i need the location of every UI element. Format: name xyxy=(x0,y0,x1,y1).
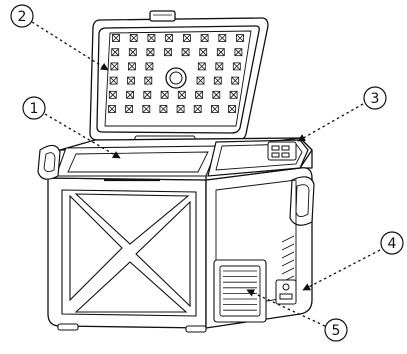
left-handle xyxy=(38,145,60,179)
front-x-pattern xyxy=(62,190,196,316)
callout-1-label: 1 xyxy=(30,101,39,117)
right-handle xyxy=(290,177,314,225)
callout-1-marker: 1 xyxy=(23,97,45,119)
callout-4-label: 4 xyxy=(388,236,397,252)
storage-compartment xyxy=(56,146,218,180)
leader-line-4 xyxy=(303,250,380,290)
callout-5-label: 5 xyxy=(332,323,341,339)
control-panel xyxy=(268,142,296,160)
callout-5-marker: 5 xyxy=(325,319,347,341)
lid-center-disc xyxy=(166,68,186,88)
callout-2-label: 2 xyxy=(18,9,27,25)
ventilation-grille xyxy=(214,260,266,322)
callout-4-marker: 4 xyxy=(381,232,403,254)
callout-3-marker: 3 xyxy=(364,87,386,109)
leader-line-3 xyxy=(298,104,363,141)
callout-3-label: 3 xyxy=(371,91,380,107)
lid-latch xyxy=(150,11,175,21)
power-ports xyxy=(276,280,296,304)
callout-2-marker: 2 xyxy=(11,5,33,27)
